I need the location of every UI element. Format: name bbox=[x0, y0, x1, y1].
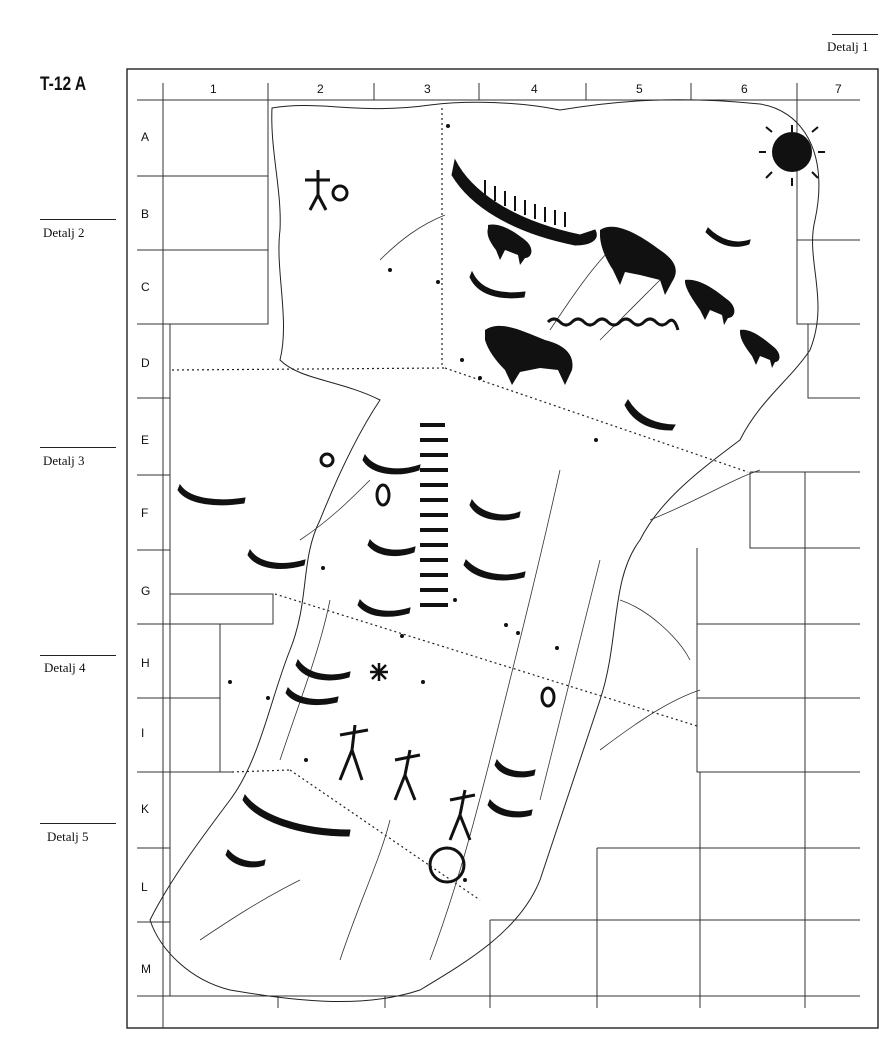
row-label-g: G bbox=[141, 584, 151, 598]
grid-left bbox=[162, 99, 274, 996]
boat-e3 bbox=[362, 453, 421, 475]
column-label-4: 4 bbox=[531, 82, 538, 96]
column-label-3: 3 bbox=[424, 82, 431, 96]
detail-1-line bbox=[832, 34, 878, 35]
boat-g4 bbox=[463, 559, 526, 581]
boat-f4 bbox=[469, 498, 521, 521]
plate-id: T-12 A bbox=[40, 74, 87, 95]
boat-f1 bbox=[177, 483, 246, 506]
stacked-boats-column bbox=[420, 423, 448, 607]
animal-carvings bbox=[485, 224, 780, 385]
human-figure-carvings bbox=[305, 170, 476, 841]
detail-3-line bbox=[40, 447, 116, 448]
detail-2-label: Detalj 2 bbox=[43, 225, 85, 240]
circle-carvings bbox=[319, 184, 556, 884]
row-label-d: D bbox=[141, 356, 150, 370]
circle-carving-e2 bbox=[319, 452, 335, 468]
figure-b2 bbox=[305, 170, 330, 211]
figure-i4 bbox=[393, 749, 421, 801]
column-label-2: 2 bbox=[317, 82, 324, 96]
animal-carving-d6 bbox=[740, 329, 780, 368]
boat-k4 bbox=[487, 799, 533, 818]
row-label-h: H bbox=[141, 656, 150, 670]
row-label-e: E bbox=[141, 433, 150, 447]
figure-k4 bbox=[448, 789, 476, 841]
column-label-7: 7 bbox=[835, 82, 842, 96]
bull-carving-b5 bbox=[600, 226, 676, 295]
row-label-m: M bbox=[141, 962, 151, 976]
row-ruler bbox=[137, 99, 860, 997]
detail-4-line bbox=[40, 655, 116, 656]
detail-2-line bbox=[40, 219, 116, 220]
outer-frame bbox=[126, 68, 879, 1029]
detail-1-label: Detalj 1 bbox=[827, 39, 869, 54]
boat-i2 bbox=[285, 687, 339, 706]
cup-marks bbox=[228, 124, 598, 882]
sun-wheel-carving bbox=[759, 125, 825, 186]
boat-b6 bbox=[705, 227, 751, 247]
rock-outline bbox=[149, 99, 820, 1003]
oval-carving-h5 bbox=[540, 686, 556, 708]
row-label-a: A bbox=[141, 130, 150, 144]
row-label-b: B bbox=[141, 207, 150, 221]
boat-f2 bbox=[247, 548, 306, 569]
animal-carving-c6 bbox=[685, 279, 735, 325]
bull-carving-d4 bbox=[485, 325, 573, 385]
row-label-i: I bbox=[141, 726, 145, 740]
circle-carving-b2 bbox=[331, 184, 349, 202]
wheel-carving-l4 bbox=[428, 846, 466, 884]
row-label-k: K bbox=[141, 802, 150, 816]
boat-i4 bbox=[494, 758, 536, 778]
column-label-5: 5 bbox=[636, 82, 643, 96]
dotted-boundaries bbox=[171, 108, 749, 901]
figure-i3 bbox=[338, 724, 369, 781]
boat-f3 bbox=[367, 539, 416, 557]
boat-d4 bbox=[624, 399, 676, 431]
row-label-c: C bbox=[141, 280, 150, 294]
boat-c4 bbox=[469, 270, 526, 299]
column-label-1: 1 bbox=[210, 82, 217, 96]
animal-carving-b4 bbox=[487, 224, 532, 265]
detail-3-label: Detalj 3 bbox=[43, 453, 85, 468]
boat-h3 bbox=[295, 658, 351, 681]
large-boat-carving bbox=[451, 158, 597, 246]
star-carving-h3 bbox=[370, 663, 388, 681]
bottom-ticks bbox=[277, 996, 806, 1008]
boat-carvings bbox=[177, 158, 751, 868]
oval-carving-f3 bbox=[375, 483, 391, 507]
serpent-carving bbox=[546, 317, 680, 331]
row-label-l: L bbox=[141, 880, 148, 894]
column-label-6: 6 bbox=[741, 82, 748, 96]
detail-5-label: Detalj 5 bbox=[47, 829, 89, 844]
row-label-f: F bbox=[141, 506, 149, 520]
boat-k2 bbox=[242, 793, 351, 837]
boat-l1 bbox=[225, 849, 266, 868]
detail-5-line bbox=[40, 823, 116, 824]
detail-4-label: Detalj 4 bbox=[44, 660, 86, 675]
boat-g3 bbox=[357, 599, 411, 617]
